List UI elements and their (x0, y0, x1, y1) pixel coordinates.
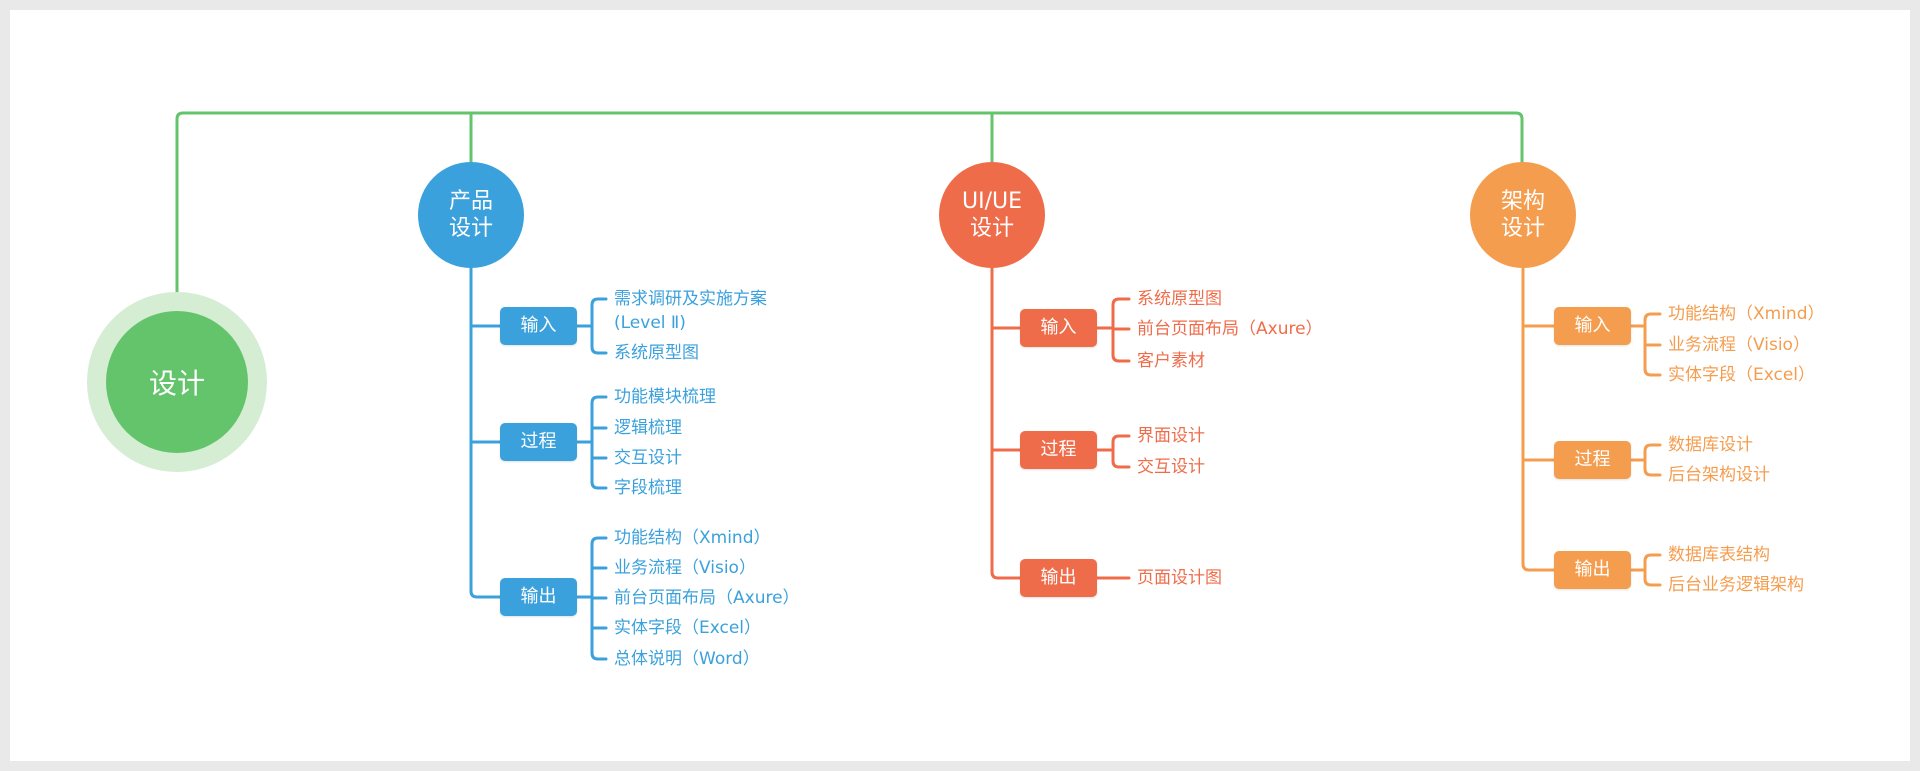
group-tag-input[interactable]: 输入 (1020, 309, 1097, 347)
leaf-item[interactable]: 实体字段（Excel） (1668, 365, 1816, 385)
leaf-item[interactable]: 界面设计 (1137, 426, 1205, 446)
group-tag-process[interactable]: 过程 (500, 423, 577, 461)
leaf-item[interactable]: 功能模块梳理 (614, 387, 716, 407)
canvas-background (10, 10, 1910, 761)
arch-spine (1521, 266, 1556, 572)
arch-process-bracket (1643, 443, 1662, 477)
root-node[interactable]: 设计 (106, 311, 248, 453)
group-tag-input[interactable]: 输入 (500, 307, 577, 345)
leaf-item[interactable]: (Level Ⅱ) (614, 313, 686, 333)
branch-title-line2: 设计 (969, 216, 1014, 241)
leaf-item[interactable]: 总体说明（Word） (614, 649, 760, 669)
leaf-item[interactable]: 页面设计图 (1137, 568, 1222, 588)
leaf-item[interactable]: 实体字段（Excel） (614, 618, 762, 638)
branch-title-line2: 设计 (1500, 216, 1545, 241)
group-tag-output[interactable]: 输出 (1554, 551, 1631, 589)
branch-title-line1: UI/UE (961, 189, 1022, 214)
branch-title-line1: 产品 (448, 189, 493, 214)
leaf-item[interactable]: 交互设计 (1137, 457, 1205, 477)
branch-node-product[interactable]: 产品 设计 (418, 162, 524, 268)
leaf-item[interactable]: 逻辑梳理 (614, 418, 682, 438)
group-tag-output[interactable]: 输出 (500, 578, 577, 616)
leaf-item[interactable]: 数据库设计 (1668, 435, 1753, 455)
leaf-item[interactable]: 功能结构（Xmind） (614, 528, 771, 548)
leaf-item[interactable]: 后台架构设计 (1668, 465, 1770, 485)
leaf-item[interactable]: 功能结构（Xmind） (1668, 304, 1825, 324)
leaf-item[interactable]: 需求调研及实施方案 (614, 289, 767, 309)
leaf-item[interactable]: 系统原型图 (1137, 289, 1222, 309)
branch-node-uiue[interactable]: UI/UE 设计 (939, 162, 1045, 268)
arch-output-bracket (1643, 553, 1662, 587)
leaf-item[interactable]: 系统原型图 (614, 343, 699, 363)
product-process-bracket (590, 395, 608, 490)
uiue-process-bracket (1111, 434, 1131, 469)
branch-node-arch[interactable]: 架构 设计 (1470, 162, 1576, 268)
uiue-spine (990, 266, 1022, 580)
group-tag-output[interactable]: 输出 (1020, 559, 1097, 597)
leaf-item[interactable]: 业务流程（Visio） (614, 558, 756, 578)
branch-title-line2: 设计 (448, 216, 493, 241)
leaf-item[interactable]: 字段梳理 (614, 478, 682, 498)
leaf-item[interactable]: 交互设计 (614, 448, 682, 468)
group-tag-input[interactable]: 输入 (1554, 307, 1631, 345)
product-input-bracket (590, 297, 608, 355)
product-spine (469, 266, 502, 599)
group-tag-process[interactable]: 过程 (1020, 431, 1097, 469)
leaf-item[interactable]: 数据库表结构 (1668, 545, 1770, 565)
group-tag-process[interactable]: 过程 (1554, 441, 1631, 479)
leaf-item[interactable]: 业务流程（Visio） (1668, 335, 1810, 355)
leaf-item[interactable]: 客户素材 (1137, 351, 1205, 371)
branch-title-line1: 架构 (1500, 189, 1545, 214)
leaf-item[interactable]: 前台页面布局（Axure） (1137, 319, 1323, 339)
leaf-item[interactable]: 后台业务逻辑架构 (1668, 575, 1804, 595)
trunk-line (175, 111, 1524, 313)
root-node-label: 设计 (148, 367, 205, 400)
leaf-item[interactable]: 前台页面布局（Axure） (614, 588, 800, 608)
